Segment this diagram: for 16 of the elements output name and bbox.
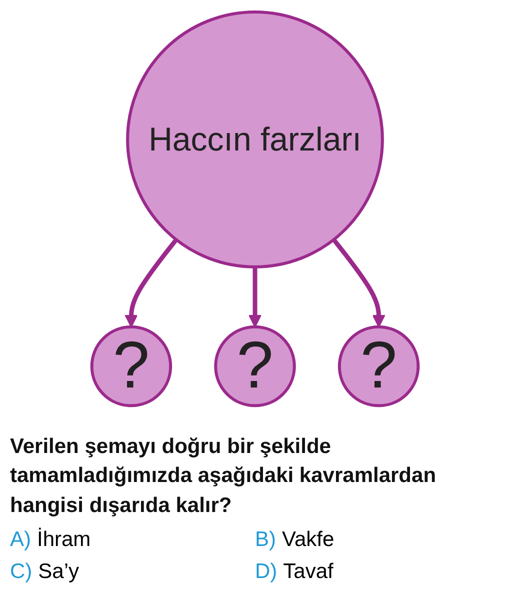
node-circle: ? bbox=[214, 325, 296, 408]
option-text: Tavaf bbox=[283, 560, 334, 583]
option-letter: B) bbox=[255, 528, 276, 551]
option-text: Vakfe bbox=[282, 528, 334, 551]
question-text: Verilen şemayı doğru bir şekilde tamamladığımızda aşağıdaki kavramlardan hangisi dışarıda kalır? bbox=[9, 434, 438, 519]
arrow bbox=[248, 266, 262, 328]
option-letter: C) bbox=[10, 560, 32, 583]
option-text: Sa’y bbox=[38, 560, 80, 583]
option-text: İhram bbox=[37, 528, 91, 551]
node-circle: ? bbox=[338, 325, 420, 408]
node-circle: ? bbox=[90, 325, 172, 408]
arrow bbox=[124, 238, 178, 328]
node-circle: Haccın farzları bbox=[126, 10, 384, 268]
option-letter: D) bbox=[255, 560, 278, 583]
arrow bbox=[332, 238, 386, 328]
option-letter: A) bbox=[10, 528, 31, 551]
